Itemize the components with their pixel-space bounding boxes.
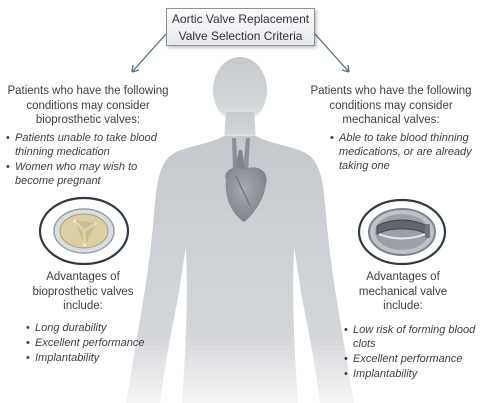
- left-advantages-heading: Advantages of bioprosthetic valves inclu…: [8, 270, 158, 314]
- left-adv-heading-line-2: bioprosthetic valves: [32, 285, 134, 298]
- left-heading-line-2: conditions may consider: [26, 99, 150, 112]
- left-adv-heading-line-3: include:: [63, 300, 103, 312]
- right-advantages-heading: Advantages of mechanical valve include:: [328, 270, 478, 314]
- right-heading-line-2: conditions may consider: [329, 99, 453, 112]
- list-item: Implantability: [344, 367, 476, 381]
- left-criteria-list: Patients unable to take blood thinning m…: [6, 131, 174, 189]
- heart-illustration: [225, 138, 267, 222]
- list-item: Able to take blood thinning medications,…: [330, 131, 476, 173]
- left-heading-line-1: Patients who have the following: [7, 85, 169, 97]
- title-line-2: Valve Selection Criteria: [178, 29, 303, 43]
- list-item: Implantability: [26, 351, 176, 365]
- right-heading: Patients who have the following conditio…: [302, 84, 480, 128]
- left-advantages-list: Long durability Excellent performance Im…: [26, 321, 176, 366]
- right-heading-line-1: Patients who have the following: [310, 85, 472, 97]
- list-item: Excellent performance: [26, 336, 176, 350]
- title-line-1: Aortic Valve Replacement: [171, 12, 310, 26]
- list-item: Patients unable to take blood thinning m…: [6, 131, 174, 159]
- left-heading: Patients who have the following conditio…: [0, 84, 176, 128]
- right-adv-heading-line-1: Advantages of: [366, 271, 440, 283]
- arrow-right: [314, 33, 350, 73]
- body-silhouette: [126, 57, 354, 403]
- arrow-left: [131, 33, 167, 73]
- right-heading-line-3: mechanical valves:: [342, 114, 440, 126]
- left-heading-line-3: bioprosthetic valves:: [35, 114, 141, 126]
- list-item: Excellent performance: [344, 352, 476, 366]
- list-item: Women who may wish to become pregnant: [6, 160, 174, 188]
- list-item: Long durability: [26, 321, 176, 335]
- right-adv-heading-line-3: include:: [383, 300, 423, 312]
- list-item: Low risk of forming blood clots: [344, 323, 476, 351]
- mechanical-valve-icon: [357, 198, 447, 266]
- left-adv-heading-line-1: Advantages of: [46, 271, 120, 283]
- diagram-title: Aortic Valve Replacement Valve Selection…: [166, 8, 315, 46]
- right-adv-heading-line-2: mechanical valve: [358, 285, 448, 298]
- right-criteria-list: Able to take blood thinning medications,…: [330, 131, 476, 174]
- right-advantages-list: Low risk of forming blood clots Excellen…: [344, 323, 476, 382]
- bioprosthetic-valve-icon: [38, 196, 130, 266]
